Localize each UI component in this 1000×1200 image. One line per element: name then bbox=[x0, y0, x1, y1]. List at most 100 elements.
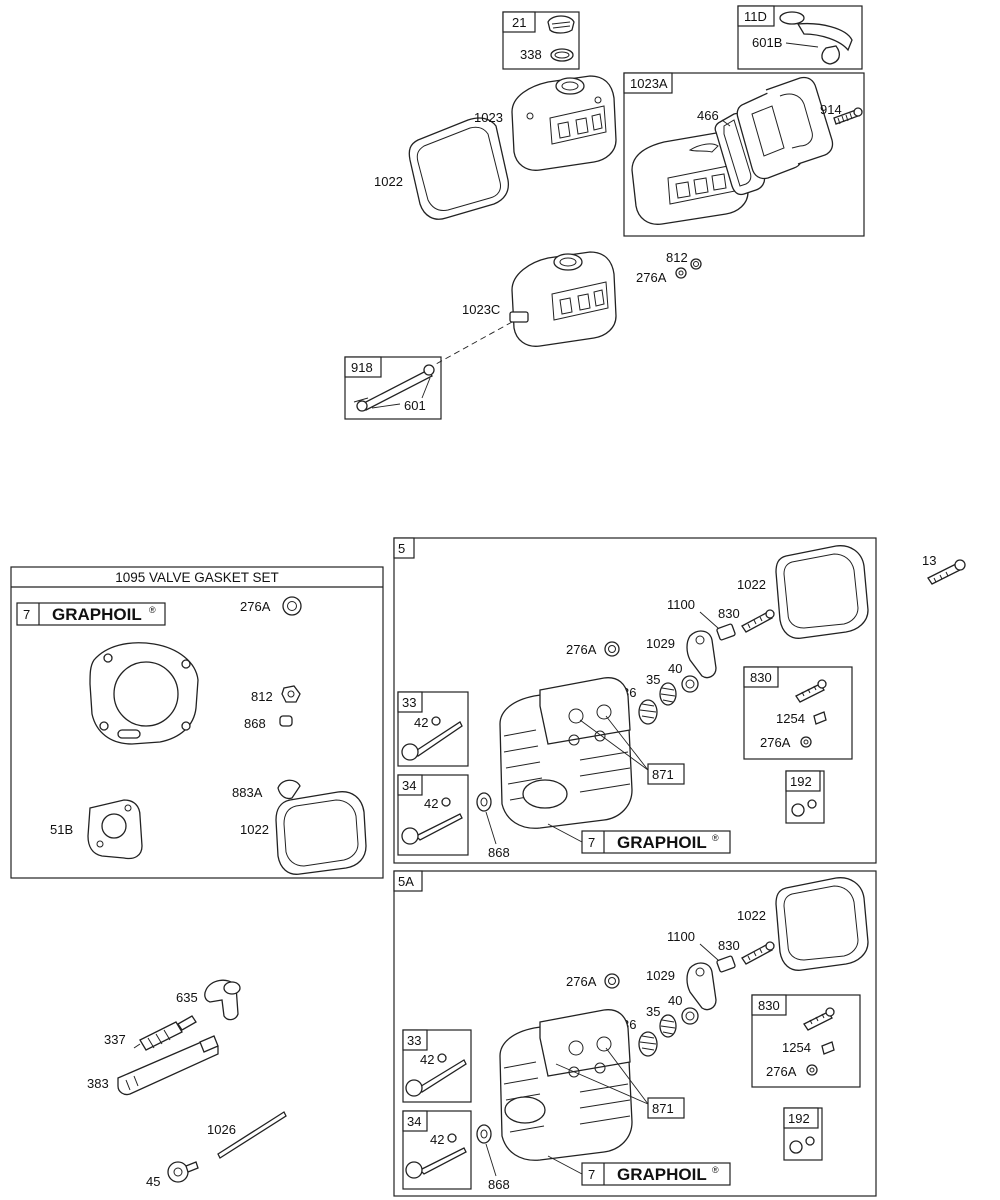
label-635: 635 bbox=[176, 990, 198, 1005]
label-1022-5a: 1022 bbox=[737, 908, 766, 923]
tag-34-5a: 34 bbox=[407, 1114, 421, 1129]
o-ring-icon bbox=[550, 48, 574, 62]
label-13: 13 bbox=[922, 553, 936, 568]
label-276a-830-5: 276A bbox=[760, 735, 791, 750]
label-601b: 601B bbox=[752, 35, 782, 50]
label-1100-5: 1100 bbox=[667, 597, 695, 612]
label-42-34-5a: 42 bbox=[430, 1132, 444, 1147]
graphoil-label-5a: GRAPHOIL bbox=[617, 1165, 707, 1184]
tag-918: 918 bbox=[351, 360, 373, 375]
label-1026: 1026 bbox=[207, 1122, 236, 1137]
ignition-parts: 635 337 383 1026 45 bbox=[87, 979, 287, 1189]
tag-33-5a: 33 bbox=[407, 1033, 421, 1048]
box-11d: 11D 601B bbox=[737, 5, 863, 70]
label-601: 601 bbox=[404, 398, 426, 413]
graphoil-label-5: GRAPHOIL bbox=[617, 833, 707, 852]
label-1022-5: 1022 bbox=[737, 577, 766, 592]
box-918: 918 601 bbox=[344, 356, 442, 420]
head-assembly-5a-panel: 5A 1022 1100 830 1029 276A 36 35 40 bbox=[393, 870, 877, 1197]
label-337: 337 bbox=[104, 1032, 126, 1047]
breather-tube-icon bbox=[779, 11, 853, 65]
box-1023a: 1023A 466 914 bbox=[623, 72, 865, 237]
spark-plug-icon bbox=[133, 1015, 197, 1051]
valve-cover-gasket-top: 1022 bbox=[374, 117, 510, 220]
adjusting-screw-5a-icon bbox=[741, 941, 775, 965]
label-276a-5: 276A bbox=[566, 642, 597, 657]
label-871-5a: 871 bbox=[652, 1101, 674, 1116]
graphoil-tag-5a: 7 bbox=[588, 1167, 595, 1182]
tube-601-icon bbox=[353, 364, 435, 412]
label-1029-5: 1029 bbox=[646, 636, 675, 651]
graphoil-label: GRAPHOIL bbox=[52, 605, 142, 624]
label-812-top: 812 bbox=[666, 250, 688, 265]
flywheel-key-icon bbox=[167, 1161, 199, 1183]
label-868-5: 868 bbox=[488, 845, 510, 860]
label-383: 383 bbox=[87, 1076, 109, 1091]
graphoil-tag-5: 7 bbox=[588, 835, 595, 850]
tag-11d: 11D bbox=[744, 9, 767, 24]
label-466: 466 bbox=[697, 108, 719, 123]
label-276a-set: 276A bbox=[240, 599, 271, 614]
gasket-set-title: 1095 VALVE GASKET SET bbox=[115, 570, 279, 585]
armature-icon bbox=[117, 1035, 219, 1096]
bolt-13: 13 bbox=[922, 553, 966, 585]
nut-812-top: 812 276A bbox=[636, 250, 702, 285]
tag-33-5: 33 bbox=[402, 695, 416, 710]
label-1022-top: 1022 bbox=[374, 174, 403, 189]
label-276a-top: 276A bbox=[636, 270, 667, 285]
label-35-5a: 35 bbox=[646, 1004, 660, 1019]
tag-1023a: 1023A bbox=[630, 76, 668, 91]
label-42-33-5: 42 bbox=[414, 715, 428, 730]
box-21: 21 338 bbox=[502, 11, 580, 70]
label-276a-830-5a: 276A bbox=[766, 1064, 797, 1079]
label-1023c: 1023C bbox=[462, 302, 500, 317]
tag-34-5: 34 bbox=[402, 778, 416, 793]
label-1100-5a: 1100 bbox=[667, 929, 695, 944]
label-868-set: 868 bbox=[244, 716, 266, 731]
label-276a-5a: 276A bbox=[566, 974, 597, 989]
label-35-5: 35 bbox=[646, 672, 660, 687]
label-830-5: 830 bbox=[718, 606, 740, 621]
tag-5a: 5A bbox=[398, 874, 414, 889]
graphoil-tag: 7 bbox=[23, 607, 30, 622]
label-1254-5a: 1254 bbox=[782, 1040, 811, 1055]
label-812-set: 812 bbox=[251, 689, 273, 704]
tag-830-5a: 830 bbox=[758, 998, 780, 1013]
tag-830-5: 830 bbox=[750, 670, 772, 685]
label-42-34-5: 42 bbox=[424, 796, 438, 811]
label-1022-set: 1022 bbox=[240, 822, 269, 837]
breather-cover-icon bbox=[736, 76, 834, 180]
valve-gasket-set-panel: 1095 VALVE GASKET SET 7 GRAPHOIL ® 276A … bbox=[10, 566, 384, 879]
label-40-5a: 40 bbox=[668, 993, 682, 1008]
registered-mark-5: ® bbox=[712, 833, 719, 843]
label-830-5a: 830 bbox=[718, 938, 740, 953]
head-gasket-icon bbox=[89, 642, 199, 745]
spark-plug-boot-icon bbox=[204, 979, 241, 1021]
screw-914-icon bbox=[833, 107, 863, 125]
adjusting-screw-icon bbox=[741, 609, 775, 633]
valve-cover-1023c: 1023C bbox=[435, 251, 617, 365]
tag-21: 21 bbox=[512, 15, 526, 30]
label-51b-set: 51B bbox=[50, 822, 73, 837]
cylinder-head-5-icon bbox=[499, 677, 633, 829]
label-1254-5: 1254 bbox=[776, 711, 805, 726]
valve-cover-1023a-icon bbox=[631, 131, 749, 225]
registered-mark-5a: ® bbox=[712, 1165, 719, 1175]
label-40-5: 40 bbox=[668, 661, 682, 676]
label-868-5a: 868 bbox=[488, 1177, 510, 1192]
label-1029-5a: 1029 bbox=[646, 968, 675, 983]
label-42-33-5a: 42 bbox=[420, 1052, 434, 1067]
oil-fill-cap-icon bbox=[547, 15, 575, 34]
label-338: 338 bbox=[520, 47, 542, 62]
label-45: 45 bbox=[146, 1174, 160, 1189]
tag-5: 5 bbox=[398, 541, 405, 556]
label-914: 914 bbox=[820, 102, 842, 117]
label-1023: 1023 bbox=[474, 110, 503, 125]
registered-mark: ® bbox=[149, 605, 156, 615]
tag-192-5: 192 bbox=[790, 774, 812, 789]
label-883a-set: 883A bbox=[232, 785, 263, 800]
tag-192-5a: 192 bbox=[788, 1111, 810, 1126]
valve-cover-1023: 1023 bbox=[474, 75, 617, 171]
cylinder-head-5a-icon bbox=[499, 1009, 633, 1161]
